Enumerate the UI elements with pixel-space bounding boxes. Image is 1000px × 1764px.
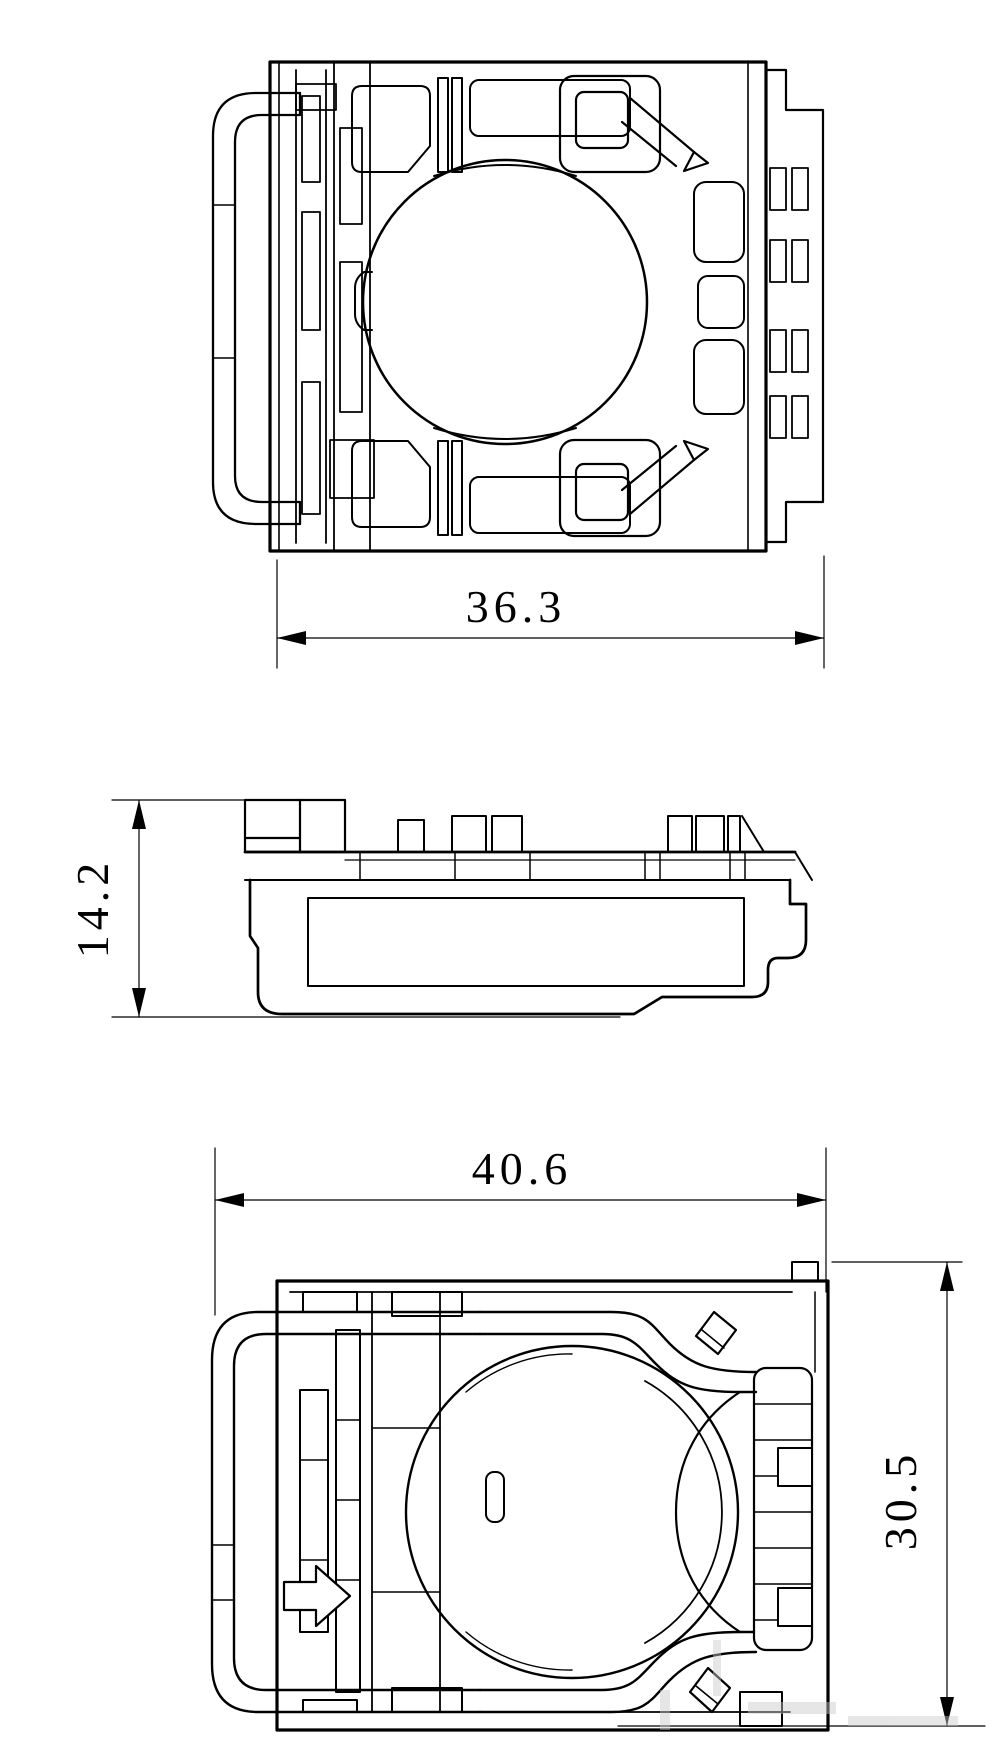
arrowhead-up — [940, 1262, 954, 1291]
bottom-latch-strips — [300, 1292, 462, 1712]
dim-label-30-5: 30.5 — [875, 1450, 926, 1551]
hole-left-tab — [486, 1472, 504, 1522]
top-right-latch — [560, 76, 708, 172]
arrowhead-left — [277, 631, 306, 645]
arrowhead-down — [132, 988, 146, 1017]
top-right-pockets — [694, 182, 744, 414]
dimension-14-2: 14.2 — [67, 800, 620, 1017]
dim-label-36-3: 36.3 — [466, 581, 567, 632]
dimension-30-5: 30.5 — [618, 1262, 985, 1726]
bottom-body-outline — [277, 1281, 828, 1730]
direction-arrow-icon — [284, 1566, 350, 1626]
top-body-outline — [270, 62, 766, 551]
dimension-36-3: 36.3 — [277, 556, 824, 668]
bottom-wire-bail — [212, 1312, 480, 1712]
side-lower-body — [250, 880, 806, 1014]
top-upper-slots — [352, 78, 630, 172]
dim-label-14-2: 14.2 — [67, 858, 118, 959]
arrowhead-right — [795, 631, 824, 645]
side-top-step — [245, 800, 345, 852]
bottom-diamond-pawls — [690, 1312, 736, 1712]
dim-label-40-6: 40.6 — [472, 1143, 573, 1194]
bottom-clip-band — [480, 1312, 756, 1712]
top-lower-slots — [352, 441, 630, 535]
bottom-right-latch — [560, 440, 708, 536]
arrowhead-left — [215, 1193, 244, 1207]
top-connector-strip — [766, 70, 823, 542]
bottom-top-right-tab — [792, 1262, 818, 1281]
arrowhead-right — [797, 1193, 826, 1207]
top-latch-strips — [296, 62, 374, 551]
top-view — [213, 62, 823, 551]
bottom-view — [212, 1262, 828, 1730]
side-plate-tabs — [398, 816, 764, 852]
hole-left-notch — [355, 272, 372, 330]
bottom-center-hole — [406, 1346, 738, 1678]
side-plate — [245, 852, 812, 880]
arrowhead-down — [940, 1697, 954, 1726]
watermark-smudge — [660, 1640, 958, 1730]
bottom-connector-strip — [754, 1368, 812, 1650]
top-wire-bail — [213, 93, 300, 524]
arrowhead-up — [132, 800, 146, 829]
side-recess — [308, 898, 744, 986]
top-center-hole — [355, 160, 647, 444]
dimension-40-6: 40.6 — [215, 1143, 826, 1315]
side-view — [245, 800, 812, 1014]
